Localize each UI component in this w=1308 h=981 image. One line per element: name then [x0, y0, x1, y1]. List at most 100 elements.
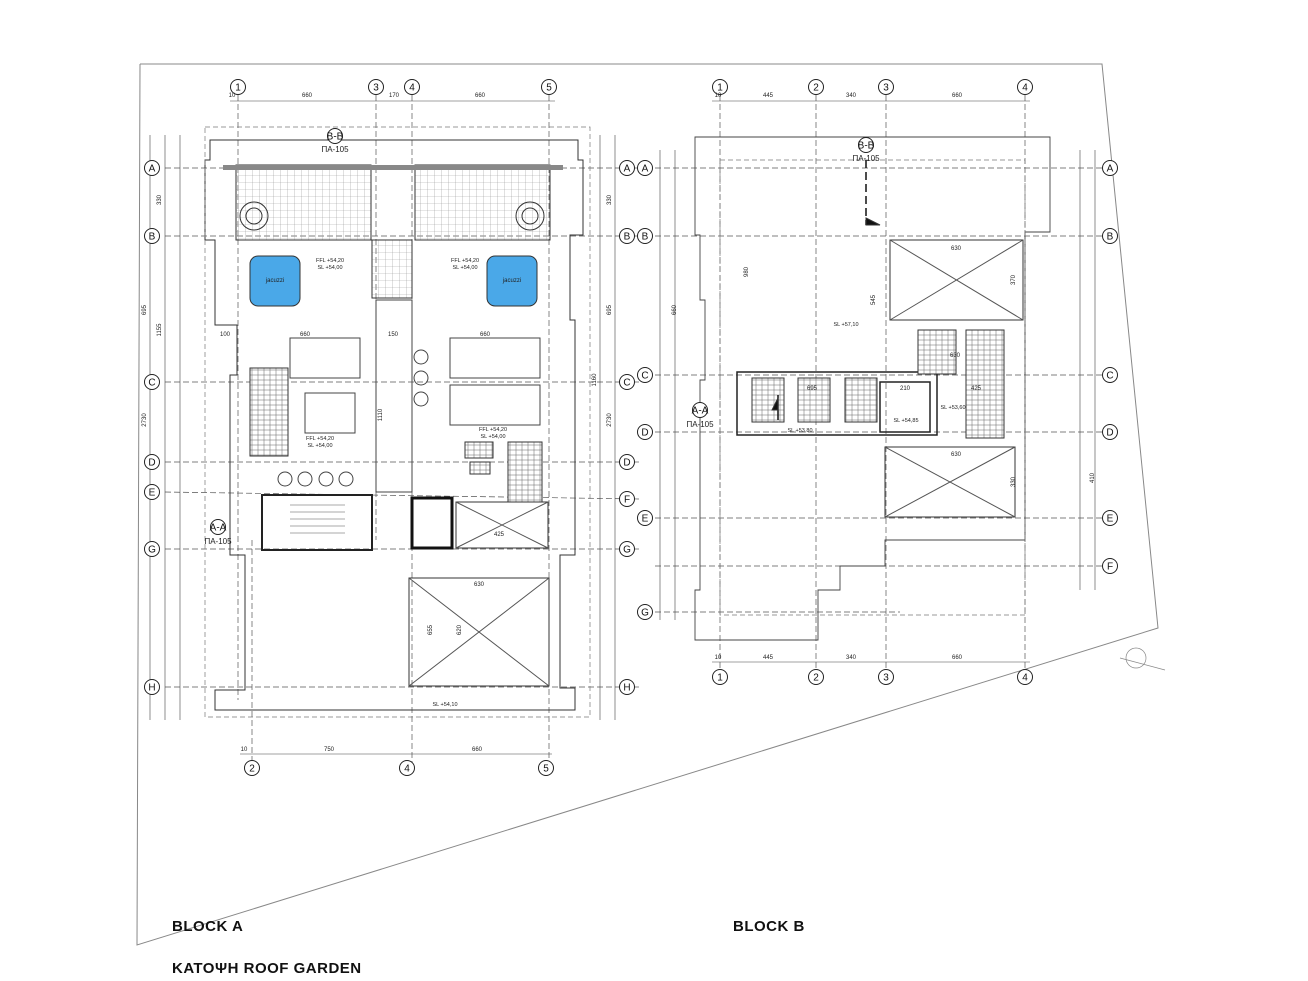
grid-bubble-a-left: B	[144, 228, 160, 244]
grid-bubble-b-bottom: 3	[878, 669, 894, 685]
dim-a-top: 170	[389, 93, 400, 99]
dim-b-inner: 695	[807, 386, 818, 392]
block-b-label: BLOCK B	[733, 918, 805, 935]
jacuzzi-right-label: jacuzzi	[502, 278, 521, 284]
dim-a-inner: 100	[220, 332, 231, 338]
section-ref-a-bb: ΠΑ-105	[321, 145, 349, 154]
dim-b-inner: 330	[1011, 476, 1017, 487]
dim-a-inner: 150	[388, 332, 399, 338]
dim-b-inner: 630	[950, 353, 961, 359]
dim-a-bottom: 660	[472, 747, 483, 753]
dim-a-inner: 425	[494, 532, 505, 538]
level-ffl-a: FFL +54,20	[306, 436, 334, 442]
level-ffl-a: FFL +54,20	[479, 427, 507, 433]
grid-bubble-b-left: G	[637, 604, 653, 620]
grid-bubble-b-left: C	[637, 367, 653, 383]
svg-text:A: A	[1107, 164, 1114, 175]
dim-a-right: 1160	[592, 373, 598, 387]
svg-text:D: D	[1106, 428, 1113, 439]
level-sl-a: SL +54,00	[317, 265, 342, 271]
section-marker-a-bb: B-B	[327, 128, 344, 144]
section-ref-b-aa: ΠΑ-105	[686, 420, 714, 429]
grid-bubble-b-top: 3	[878, 79, 894, 95]
section-ref-b-bb: ΠΑ-105	[852, 154, 880, 163]
dim-b-inner: 630	[951, 246, 962, 252]
svg-text:G: G	[623, 545, 631, 556]
dim-b-inner: 660	[672, 304, 678, 315]
grid-bubble-b-left: D	[637, 424, 653, 440]
grid-bubble-a-left: H	[144, 679, 160, 695]
grid-bubble-a-right: G	[619, 541, 635, 557]
svg-text:A-A: A-A	[692, 406, 709, 417]
north-arrow-icon	[1119, 647, 1166, 671]
grid-bubble-b-right: F	[1102, 558, 1118, 574]
grid-bubble-a-right: A	[619, 160, 635, 176]
dim-b-top: 340	[846, 93, 857, 99]
dim-a-bottom: 10	[241, 747, 248, 753]
svg-text:C: C	[641, 371, 648, 382]
dim-a-top: 10	[229, 93, 236, 99]
svg-text:B: B	[624, 232, 631, 243]
dim-b-bottom: 445	[763, 655, 774, 661]
grid-bubble-a-right: F	[619, 491, 635, 507]
grid-bubble-a-left: G	[144, 541, 160, 557]
grid-bubble-a-right: B	[619, 228, 635, 244]
svg-text:A: A	[149, 164, 156, 175]
dim-a-right: 695	[607, 304, 613, 315]
svg-text:A: A	[624, 164, 631, 175]
dim-a-right: 330	[607, 194, 613, 205]
dim-b-inner: 425	[971, 386, 982, 392]
level-b: SL +53,80	[787, 428, 812, 434]
svg-text:4: 4	[1022, 83, 1028, 94]
dim-a-inner: 660	[480, 332, 491, 338]
dim-b-top: 445	[763, 93, 774, 99]
grid-bubble-b-right: B	[1102, 228, 1118, 244]
svg-text:A: A	[642, 164, 649, 175]
svg-text:B-B: B-B	[327, 132, 344, 143]
svg-text:G: G	[148, 545, 156, 556]
svg-text:C: C	[1106, 371, 1113, 382]
grid-bubble-b-bottom: 2	[808, 669, 824, 685]
dim-b-bottom: 660	[952, 655, 963, 661]
svg-text:5: 5	[546, 83, 552, 94]
svg-text:1: 1	[717, 673, 723, 684]
block-b-plan	[655, 95, 1166, 671]
level-b: SL +53,60	[940, 405, 965, 411]
level-sl-a: SL +54,00	[307, 443, 332, 449]
grid-bubble-a-bottom: 5	[538, 760, 554, 776]
dim-b-top: 660	[952, 93, 963, 99]
dim-b-inner: 370	[1011, 274, 1017, 285]
dim-b-inner: 630	[951, 452, 962, 458]
grid-bubble-a-bottom: 2	[244, 760, 260, 776]
dim-b-inner: 545	[871, 294, 877, 305]
level-b: SL +57,10	[833, 322, 858, 328]
grid-bubble-a-left: A	[144, 160, 160, 176]
grid-bubble-a-left: E	[144, 484, 160, 500]
grid-bubble-a-top: 1	[230, 79, 246, 95]
svg-text:4: 4	[404, 764, 410, 775]
dim-b-inner: 210	[900, 386, 911, 392]
site-boundary	[136, 63, 1159, 946]
svg-text:A-A: A-A	[210, 523, 227, 534]
grid-bubble-a-left: C	[144, 374, 160, 390]
grid-bubble-a-bottom: 4	[399, 760, 415, 776]
svg-text:5: 5	[543, 764, 549, 775]
grid-bubble-b-left: A	[637, 160, 653, 176]
grid-bubble-b-right: A	[1102, 160, 1118, 176]
svg-text:3: 3	[883, 83, 889, 94]
dim-a-right: 2730	[607, 413, 613, 427]
dim-a-top: 660	[302, 93, 313, 99]
dim-a-left: 1155	[157, 323, 163, 337]
grid-bubble-b-left: E	[637, 510, 653, 526]
grid-bubble-b-left: B	[637, 228, 653, 244]
dim-a-inner: 660	[300, 332, 311, 338]
dim-a-inner: 630	[474, 582, 485, 588]
dim-a-bottom: 750	[324, 747, 335, 753]
dim-a-left: 2730	[142, 413, 148, 427]
svg-text:2: 2	[813, 83, 819, 94]
dim-a-inner: 620	[457, 624, 463, 635]
dim-b-inner: 980	[744, 266, 750, 277]
svg-text:H: H	[623, 683, 630, 694]
